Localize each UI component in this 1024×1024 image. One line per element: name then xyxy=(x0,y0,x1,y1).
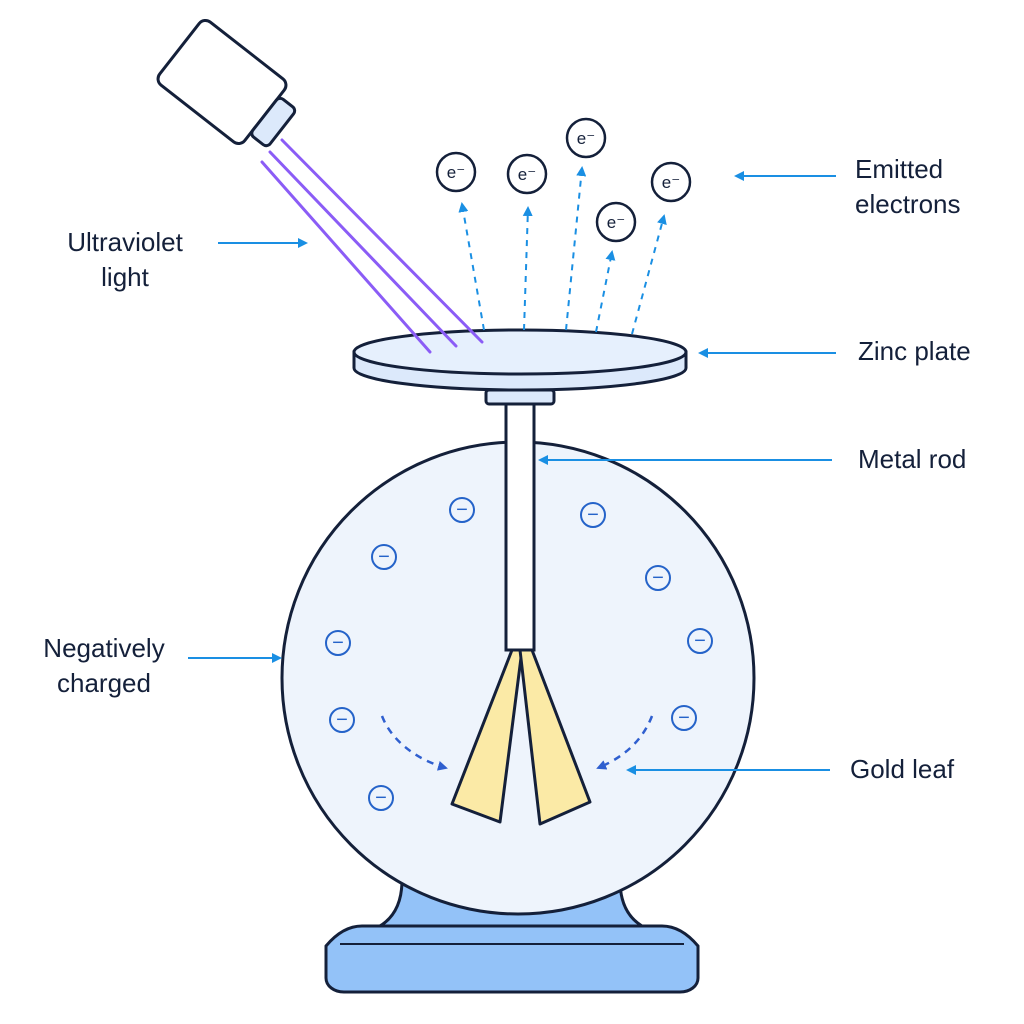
gold-leaf xyxy=(450,648,592,826)
negatively-label-line-2: charged xyxy=(57,668,151,698)
zinc-plate-label: Zinc plate xyxy=(858,334,971,369)
base-platform xyxy=(324,924,700,994)
negative-charge-symbol: − xyxy=(587,504,599,526)
negatively-charged-label: Negatively charged xyxy=(28,631,180,701)
metal-rod-label: Metal rod xyxy=(858,442,966,477)
negative-charge-symbol: − xyxy=(694,630,706,652)
uv-lamp-lens xyxy=(250,96,297,148)
negative-charges: − − − − − − − − − xyxy=(325,497,713,811)
electron-symbol: e⁻ xyxy=(577,129,595,148)
electron-symbol: e⁻ xyxy=(447,163,465,182)
electron: e⁻ xyxy=(650,161,692,203)
electron-trail-4 xyxy=(595,250,616,333)
electron-symbol: e⁻ xyxy=(607,213,625,232)
gold-leaf-right xyxy=(518,648,592,826)
negative-charge-symbol: − xyxy=(378,546,390,568)
uv-lamp xyxy=(156,18,297,148)
gold-leaf-label-text: Gold leaf xyxy=(850,754,955,784)
metal-rod xyxy=(484,388,556,652)
negative-charge: − xyxy=(687,628,713,654)
emitted-label-line-1: Emitted xyxy=(855,154,944,184)
ultraviolet-label-line-2: light xyxy=(101,262,149,292)
negative-charge: − xyxy=(671,705,697,731)
electron-trail-1 xyxy=(458,202,485,331)
negative-charge-symbol: − xyxy=(652,567,664,589)
electron: e⁻ xyxy=(435,151,477,193)
electron-symbol: e⁻ xyxy=(662,173,680,192)
uv-rays xyxy=(260,138,484,354)
repulsion-arrow-right xyxy=(596,715,654,770)
negative-charge: − xyxy=(645,565,671,591)
emitted-label-line-2: electrons xyxy=(855,189,961,219)
negative-charge-symbol: − xyxy=(375,787,387,809)
electron-trail-5 xyxy=(631,214,667,335)
ultraviolet-label-line-1: Ultraviolet xyxy=(67,227,183,257)
negative-charge: − xyxy=(325,630,351,656)
negative-charge: − xyxy=(329,707,355,733)
zinc-plate-label-text: Zinc plate xyxy=(858,336,971,366)
emitted-electrons-label: Emitted electrons xyxy=(855,152,961,222)
electron: e⁻ xyxy=(565,117,607,159)
zinc-plate xyxy=(352,328,688,392)
negatively-label-line-1: Negatively xyxy=(43,633,165,663)
negative-charge: − xyxy=(449,497,475,523)
repulsion-arrow-left xyxy=(380,715,448,771)
negative-charge-symbol: − xyxy=(332,632,344,654)
electron: e⁻ xyxy=(506,153,548,195)
negative-charge: − xyxy=(371,544,397,570)
gold-leaf-label: Gold leaf xyxy=(850,752,954,787)
electron-symbol: e⁻ xyxy=(518,165,536,184)
ultraviolet-light-label: Ultraviolet light xyxy=(50,225,200,295)
electron: e⁻ xyxy=(595,201,637,243)
metal-rod-label-text: Metal rod xyxy=(858,444,967,474)
negative-charge: − xyxy=(368,785,394,811)
negative-charge: − xyxy=(580,502,606,528)
rod-collar xyxy=(484,388,556,406)
emitted-electrons: e⁻ e⁻ e⁻ e⁻ e⁻ xyxy=(435,117,692,243)
electron-trail-3 xyxy=(565,166,587,331)
negative-charge-symbol: − xyxy=(456,499,468,521)
electron-trails xyxy=(458,166,667,335)
electron-trail-2 xyxy=(522,206,533,331)
negative-charge-symbol: − xyxy=(336,709,348,731)
callout-arrows xyxy=(188,171,836,775)
negative-charge-symbol: − xyxy=(678,707,690,729)
